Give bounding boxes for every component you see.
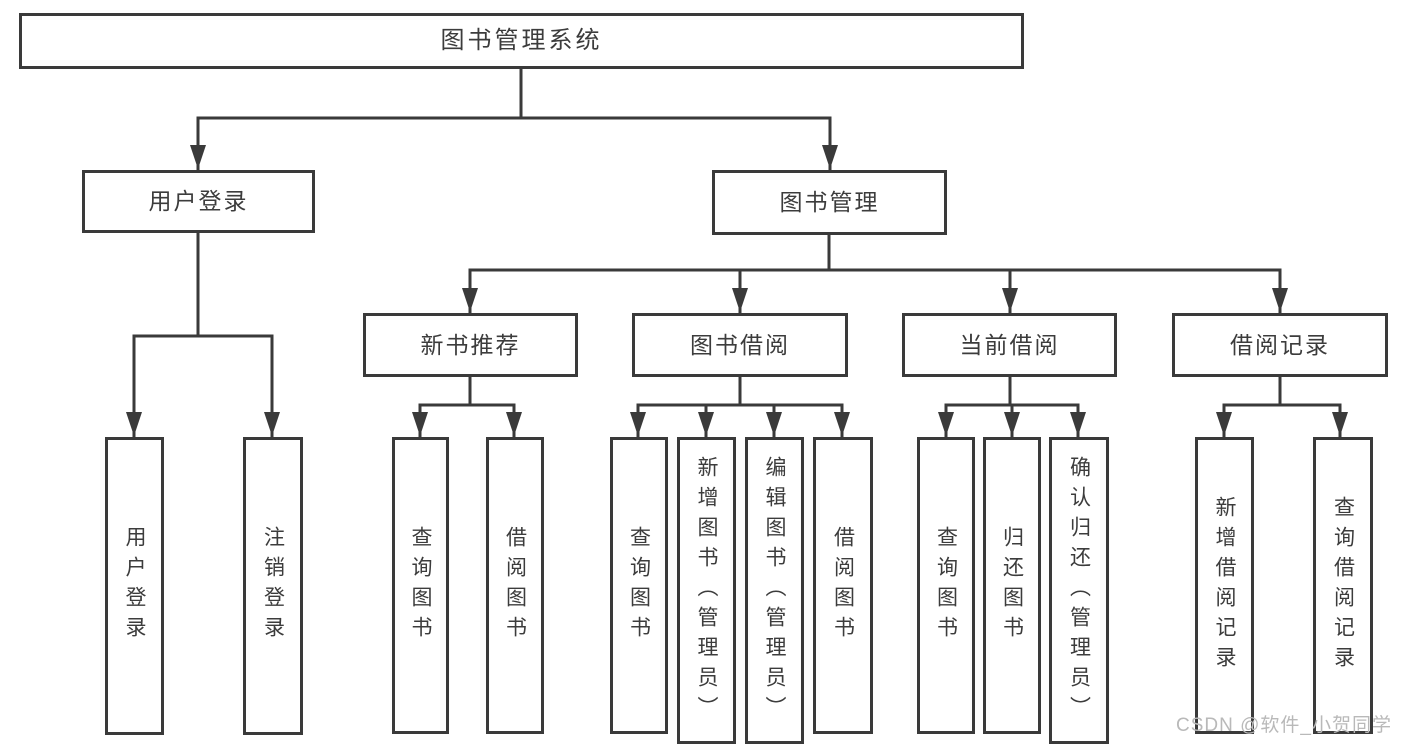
leaf-bb-borrow-books: 借阅图书 — [813, 437, 873, 734]
csdn-watermark: CSDN @软件_小贺同学 — [1176, 715, 1392, 736]
node-new-book-recommend: 新书推荐 — [363, 313, 578, 377]
node-system-root: 图书管理系统 — [19, 13, 1024, 69]
node-book-management: 图书管理 — [712, 170, 947, 235]
leaf-cb-return-books: 归还图书 — [983, 437, 1041, 734]
leaf-bb-edit-books: 编辑图书（管理员） — [745, 437, 804, 744]
node-borrow-records: 借阅记录 — [1172, 313, 1388, 377]
node-book-borrow: 图书借阅 — [632, 313, 848, 377]
node-current-borrow: 当前借阅 — [902, 313, 1117, 377]
node-user-login: 用户登录 — [82, 170, 315, 233]
leaf-cb-query-books: 查询图书 — [917, 437, 975, 734]
leaf-br-query-record: 查询借阅记录 — [1313, 437, 1373, 734]
leaf-user-login: 用户登录 — [105, 437, 164, 735]
leaf-bb-query-books: 查询图书 — [610, 437, 668, 734]
leaf-cb-confirm-return: 确认归还（管理员） — [1049, 437, 1109, 744]
leaf-nb-borrow-books: 借阅图书 — [486, 437, 544, 734]
leaf-bb-add-books: 新增图书（管理员） — [677, 437, 736, 744]
leaf-br-add-record: 新增借阅记录 — [1195, 437, 1254, 734]
leaf-nb-query-books: 查询图书 — [392, 437, 449, 734]
leaf-logout: 注销登录 — [243, 437, 303, 735]
